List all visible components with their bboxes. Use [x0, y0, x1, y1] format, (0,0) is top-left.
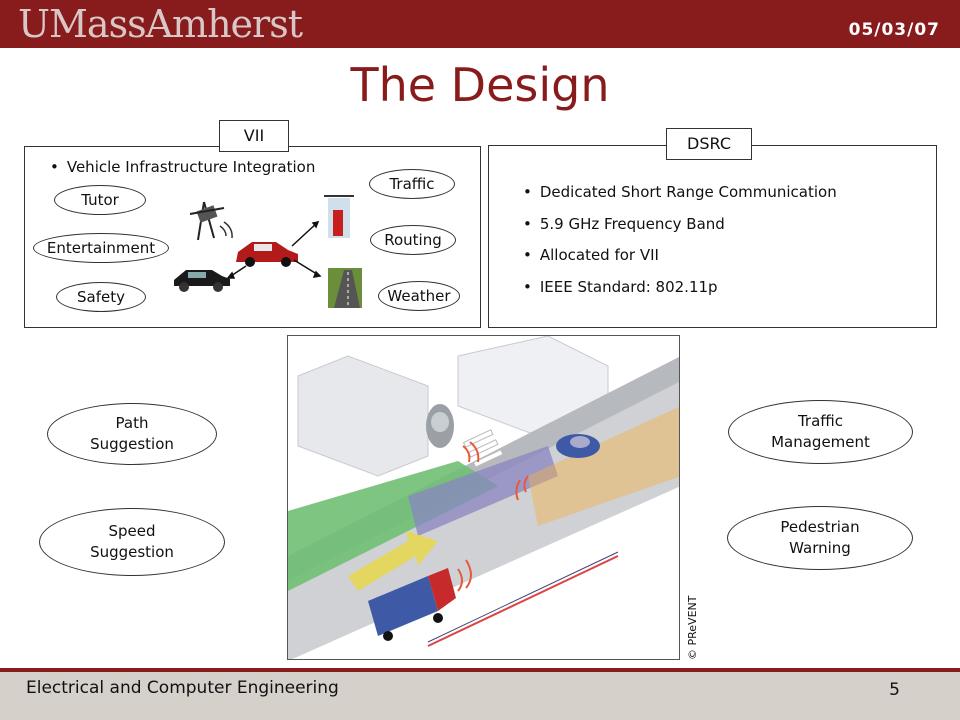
- copyright-notice: © PReVENT: [686, 595, 699, 660]
- oval-path-suggestion: Path Suggestion: [47, 403, 217, 465]
- slide-title: The Design: [350, 58, 610, 112]
- oval-line: Traffic: [797, 412, 844, 430]
- department-name: Electrical and Computer Engineering: [26, 678, 339, 698]
- vii-illustration: [174, 195, 362, 308]
- oval-traffic-management: Traffic Management: [728, 400, 913, 464]
- red-car-icon: [236, 242, 298, 267]
- dsrc-bullet: 5.9 GHz Frequency Band: [523, 214, 837, 246]
- oval-line: Suggestion: [90, 435, 174, 453]
- slide-date: 05/03/07: [848, 20, 940, 40]
- dsrc-bullet: Allocated for VII: [523, 245, 837, 277]
- dsrc-tab: DSRC: [666, 128, 752, 160]
- umass-logo: UMassAmherst: [18, 2, 303, 46]
- dsrc-bullet-list: Dedicated Short Range Communication 5.9 …: [523, 182, 837, 308]
- pill-tutor: Tutor: [54, 185, 146, 215]
- vii-tab: VII: [219, 120, 289, 152]
- oval-line: Suggestion: [90, 543, 174, 561]
- traffic-scene-illustration: [287, 335, 680, 660]
- oval-line: Management: [771, 433, 870, 451]
- connection-arrows: [226, 220, 322, 279]
- vii-subtitle: Vehicle Infrastructure Integration: [50, 158, 315, 176]
- oval-line: Pedestrian: [780, 518, 860, 536]
- oval-line: Path: [115, 414, 149, 432]
- pill-safety: Safety: [56, 282, 146, 312]
- oval-line: Speed: [108, 522, 156, 540]
- page-number: 5: [889, 680, 900, 700]
- pill-traffic: Traffic: [369, 169, 455, 199]
- fuel-pump-icon: [324, 195, 354, 238]
- antenna-icon: [189, 201, 233, 241]
- oval-line: Warning: [789, 539, 851, 557]
- oval-pedestrian-warning: Pedestrian Warning: [727, 506, 913, 570]
- pill-weather: Weather: [378, 281, 460, 311]
- dsrc-bullet: Dedicated Short Range Communication: [523, 182, 837, 214]
- header-bar: [0, 0, 960, 48]
- footer-bar: [0, 672, 960, 720]
- road-icon: [328, 268, 362, 308]
- oval-speed-suggestion: Speed Suggestion: [39, 508, 225, 576]
- footer-divider: [0, 668, 960, 672]
- dsrc-bullet: IEEE Standard: 802.11p: [523, 277, 837, 309]
- pill-entertainment: Entertainment: [33, 233, 169, 263]
- pill-routing: Routing: [370, 225, 456, 255]
- black-car-icon: [174, 270, 230, 292]
